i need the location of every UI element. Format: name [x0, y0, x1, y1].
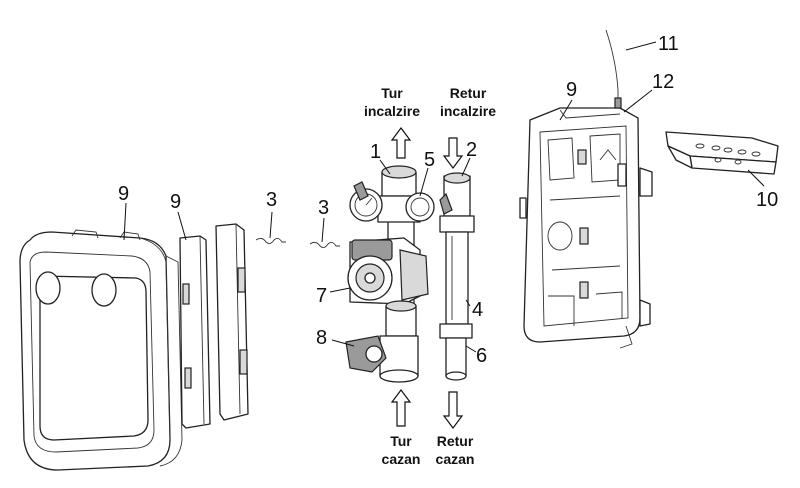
pump-group-assembly — [345, 165, 475, 383]
callout-3-right: 3 — [318, 197, 330, 219]
callout-11: 11 — [658, 33, 679, 55]
label-tur-cazan-line1: Tur — [390, 433, 412, 449]
callout-10: 10 — [756, 189, 779, 211]
leader-line-9c — [559, 99, 573, 121]
leader-line-7 — [329, 287, 351, 293]
leader-line-2 — [461, 157, 471, 177]
leader-line-6 — [465, 345, 477, 353]
arrow-up-boiler-flow-icon — [390, 389, 412, 427]
leader-line-10 — [747, 169, 765, 187]
callout-5: 5 — [424, 149, 436, 171]
leader-line-4 — [465, 299, 471, 307]
callout-8: 8 — [316, 327, 328, 349]
label-tur-incalzire-line1: Tur — [381, 85, 403, 101]
leader-line-9a — [123, 202, 127, 241]
label-tur-incalzire: Tur incalzire — [350, 84, 434, 120]
callout-2: 2 — [466, 139, 478, 161]
arrow-down-boiler-return-icon — [442, 391, 464, 429]
callout-12: 12 — [652, 71, 675, 93]
label-retur-incalzire-line2: incalzire — [439, 103, 497, 119]
callout-9-shell: 9 — [566, 79, 578, 101]
leader-line-5 — [419, 167, 429, 197]
arrow-up-flow-icon — [390, 127, 412, 159]
wall-bracket-part — [665, 131, 779, 175]
callout-9-cover: 9 — [118, 183, 130, 205]
leader-line-12 — [623, 89, 653, 113]
label-tur-incalzire-line2: incalzire — [363, 103, 421, 119]
front-cover-part — [19, 229, 183, 471]
leader-line-3a — [269, 211, 273, 239]
back-shell-part — [519, 107, 653, 349]
callout-7: 7 — [316, 285, 328, 307]
mounting-clip-left — [255, 237, 286, 245]
leader-line-8 — [331, 339, 355, 347]
label-tur-cazan-line2: cazan — [381, 451, 421, 467]
rear-strip-part — [215, 223, 249, 421]
label-retur-incalzire: Retur incalzire — [430, 84, 506, 120]
callout-3-left: 3 — [266, 189, 278, 211]
callout-6: 6 — [476, 345, 488, 367]
callout-1: 1 — [370, 141, 382, 163]
label-tur-cazan: Tur cazan — [366, 432, 436, 468]
label-retur-cazan: Retur cazan — [422, 432, 488, 468]
leader-line-3b — [321, 217, 325, 243]
callout-4: 4 — [472, 299, 484, 321]
label-retur-incalzire-line1: Retur — [449, 85, 487, 101]
label-retur-cazan-line2: cazan — [435, 451, 475, 467]
side-strip-part — [179, 235, 211, 429]
leader-line-1 — [379, 159, 391, 175]
label-retur-cazan-line1: Retur — [436, 433, 474, 449]
mounting-clip-right — [309, 241, 340, 249]
arrow-down-return-icon — [442, 137, 464, 169]
leader-line-9b — [177, 211, 187, 241]
sensor-cable-part — [605, 29, 619, 108]
leader-line-11 — [625, 41, 657, 51]
callout-9-strip: 9 — [170, 191, 182, 213]
